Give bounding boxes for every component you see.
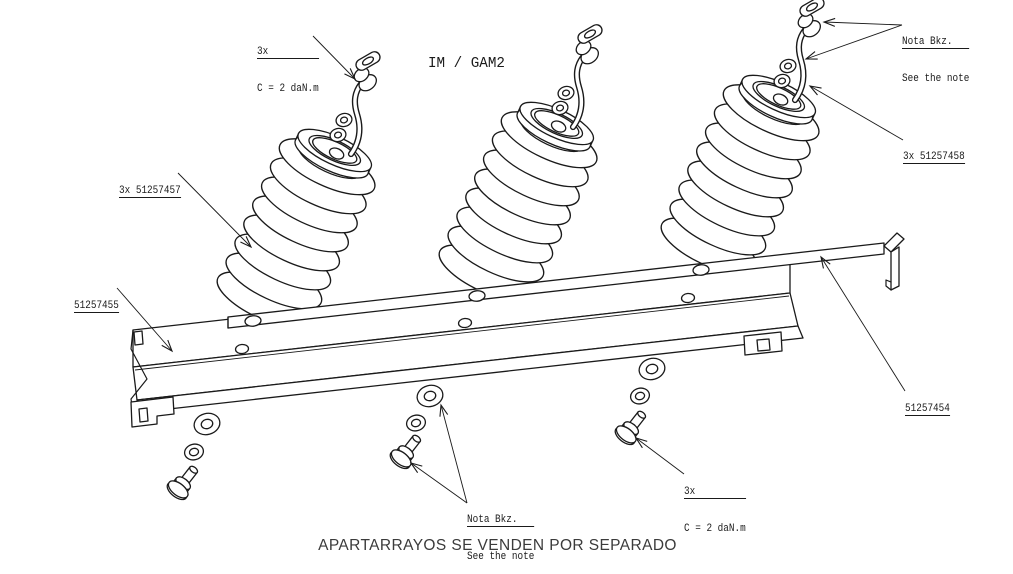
rail-top-strip bbox=[227, 232, 905, 329]
callout-note-bottom: Nota Bkz. See the note bbox=[467, 490, 535, 574]
hex-bolt-2 bbox=[386, 428, 428, 473]
part-rail-label: 51257455 bbox=[74, 300, 119, 313]
lock-washer-2 bbox=[404, 412, 428, 434]
note-top-line2: See the note bbox=[902, 73, 970, 85]
hex-bolt-1 bbox=[163, 459, 205, 504]
part-strip-label: 51257454 bbox=[905, 403, 950, 416]
callout-torque-top: 3x C = 2 daN.m bbox=[257, 22, 319, 119]
note-bottom-line2: See the note bbox=[467, 551, 535, 563]
lock-washer-3 bbox=[628, 385, 652, 407]
separate-sale-caption: APARTARRAYOS SE VENDEN POR SEPARADO bbox=[318, 537, 677, 554]
arrester-cable-2 bbox=[551, 23, 604, 127]
drawing-title: IM / GAM2 bbox=[428, 55, 505, 72]
callout-torque-bottom: 3x C = 2 daN.m bbox=[684, 462, 746, 559]
part-cable-label: 3x 51257458 bbox=[903, 151, 965, 164]
leader-lines bbox=[116, 17, 906, 504]
hex-bolt-3 bbox=[611, 404, 653, 449]
arrester-cable-3 bbox=[773, 0, 826, 100]
fastener-set-2 bbox=[386, 381, 446, 473]
fastener-set-3 bbox=[611, 354, 668, 449]
lock-washer-1 bbox=[182, 441, 206, 463]
arrester-cable-1 bbox=[329, 50, 382, 154]
part-arrester-label: 3x 51257457 bbox=[119, 185, 181, 198]
callout-part-51257455: 51257455 bbox=[74, 276, 119, 337]
note-top-line1: Nota Bkz. bbox=[902, 36, 970, 49]
torque-bottom-value: C = 2 daN.m bbox=[684, 523, 746, 535]
callout-note-top: Nota Bkz. See the note bbox=[902, 12, 970, 109]
flat-washer-1 bbox=[191, 409, 223, 439]
callout-part-51257458: 3x 51257458 bbox=[903, 127, 965, 188]
callout-part-51257457: 3x 51257457 bbox=[119, 161, 181, 222]
torque-top-value: C = 2 daN.m bbox=[257, 83, 319, 95]
callout-part-51257454: 51257454 bbox=[905, 379, 950, 440]
flat-washer-3 bbox=[636, 354, 668, 384]
torque-top-qty: 3x bbox=[257, 46, 319, 59]
note-bottom-line1: Nota Bkz. bbox=[467, 514, 535, 527]
torque-bottom-qty: 3x bbox=[684, 486, 746, 499]
fastener-set-1 bbox=[163, 409, 223, 504]
surge-arrester-3 bbox=[653, 0, 833, 286]
